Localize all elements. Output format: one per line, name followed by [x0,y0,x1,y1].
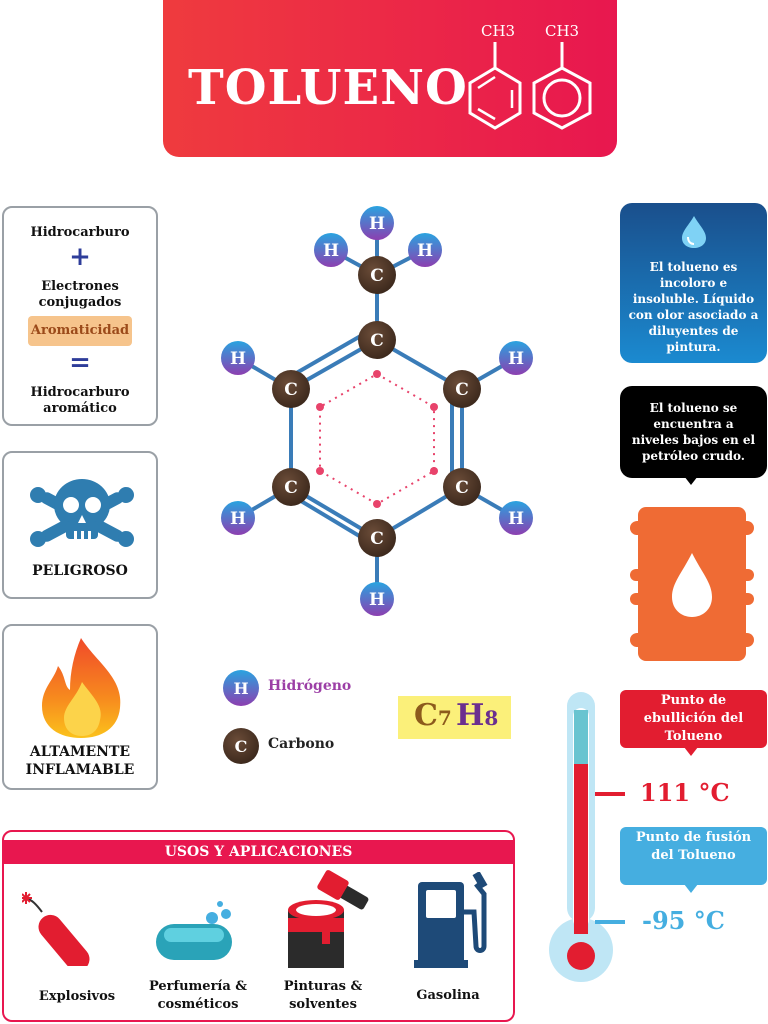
carbon-legend-symbol: C [235,737,248,756]
boiling-point-value: 111 °C [640,778,730,807]
svg-text:C: C [455,478,469,498]
methyl-label-2: CH3 [545,22,579,40]
aromaticity-line2b: conjugados [38,295,122,310]
svg-text:C: C [370,529,384,549]
crude-oil-text: El tolueno se encuentra a niveles bajos … [631,401,756,463]
aromaticity-card: Hidrocarburo + Electrones conjugados Aro… [2,206,158,426]
aromaticity-line3b: aromático [43,401,117,416]
skull-crossbones-icon [30,479,134,547]
carbon-atom-5: C [443,468,481,506]
equals-sign: = [69,348,91,378]
soap-icon [156,901,232,960]
svg-text:H: H [369,214,385,234]
page-title: TOLUENO [188,60,468,116]
toluene-structure-icon: CH3 CH3 [468,22,592,130]
danger-label: PELIGROSO [32,563,128,579]
carbon-legend-label: Carbono [268,736,335,752]
melting-point-label-box: Punto de fusión del Tolueno [620,827,767,885]
formula-h: H [456,698,485,733]
formula-h-sub: 8 [484,706,499,730]
formula-c-sub: 7 [437,706,452,730]
properties-text: El tolueno es incoloro e insoluble. Líqu… [628,260,759,354]
boiling-pointer-icon [684,747,698,756]
melting-pointer-icon [684,884,698,893]
toluene-molecule-diagram: C C C C C C C H H H H H H H H [221,206,533,616]
svg-text:C: C [284,478,298,498]
danger-card: PELIGROSO [2,451,158,599]
carbon-atom-6: C [443,370,481,408]
hydrogen-atom-2: H [221,341,255,375]
hydrogen-atom-6: H [499,341,533,375]
methyl-label-1: CH3 [481,22,515,40]
hydrogen-legend-symbol: H [233,679,248,698]
uses-header: USOS Y APLICACIONES [2,840,515,864]
aromaticity-line1: Hidrocarburo [30,225,130,240]
formula-hydrogen: H8 [456,698,498,733]
svg-text:C: C [455,380,469,400]
svg-text:C: C [284,380,298,400]
carbon-atom-1: C [358,321,396,359]
hydrogen-atom-4: H [360,582,394,616]
svg-text:H: H [323,241,339,261]
crude-oil-info-box: El tolueno se encuentra a niveles bajos … [620,386,767,478]
svg-text:H: H [230,509,246,529]
flammable-card: ALTAMENTE INFLAMABLE [2,624,158,790]
dynamite-icon [22,892,90,966]
svg-text:H: H [230,349,246,369]
use-label-paints-2: solventes [289,997,357,1012]
use-label-paints-1: Pinturas & [283,979,363,994]
aromaticity-pill: Aromaticidad [28,316,132,346]
hydrogen-legend-icon: H [223,670,259,706]
svg-text:H: H [369,590,385,610]
svg-text:H: H [508,509,524,529]
use-label-perfumery-1: Perfumería & [148,979,248,994]
uses-title: USOS Y APLICACIONES [164,844,353,860]
carbon-legend-icon: C [223,728,259,764]
formula-c: C [414,698,438,733]
melting-point-value: -95 °C [642,906,725,935]
aromaticity-line3a: Hidrocarburo [30,385,130,400]
use-label-gasoline: Gasolina [416,988,480,1003]
boiling-point-label-box: Punto de ebullición del Tolueno [620,690,767,748]
thermometer-icon [549,692,625,982]
svg-text:H: H [417,241,433,261]
uses-panel [2,830,515,1022]
properties-info-box: El tolueno es incoloro e insoluble. Líqu… [620,203,767,363]
flammable-label-2: INFLAMABLE [25,762,135,778]
carbon-atom-2: C [272,370,310,408]
hydrogen-atom-methyl-top: H [360,206,394,240]
svg-text:C: C [370,266,384,286]
paint-can-icon [288,870,369,968]
oil-barrel-icon [630,507,754,661]
flame-icon [42,638,121,738]
hydrogen-atom-methyl-left: H [314,233,348,267]
gas-pump-icon [414,872,488,968]
hydrogen-atom-5: H [499,501,533,535]
boiling-point-label: Punto de ebullición del Tolueno [643,693,744,744]
use-label-perfumery-2: cosméticos [157,997,239,1012]
carbon-atom-methyl: C [358,256,396,294]
flammable-label-1: ALTAMENTE [29,744,131,760]
carbon-atom-3: C [272,468,310,506]
carbon-atom-4: C [358,519,396,557]
water-drop-icon [682,216,706,248]
hydrogen-legend-label: Hidrógeno [268,678,352,694]
plus-sign: + [69,242,91,272]
melting-point-label: Punto de fusión del Tolueno [635,830,752,863]
speech-pointer-icon [684,476,698,485]
use-label-explosives: Explosivos [38,989,116,1004]
aromaticity-line2a: Electrones [41,279,119,294]
svg-text:C: C [370,331,384,351]
formula-carbon: C7 [414,698,452,733]
svg-text:H: H [508,349,524,369]
formula-box: C7 H8 [398,696,511,739]
hydrogen-atom-methyl-right: H [408,233,442,267]
hydrogen-atom-3: H [221,501,255,535]
